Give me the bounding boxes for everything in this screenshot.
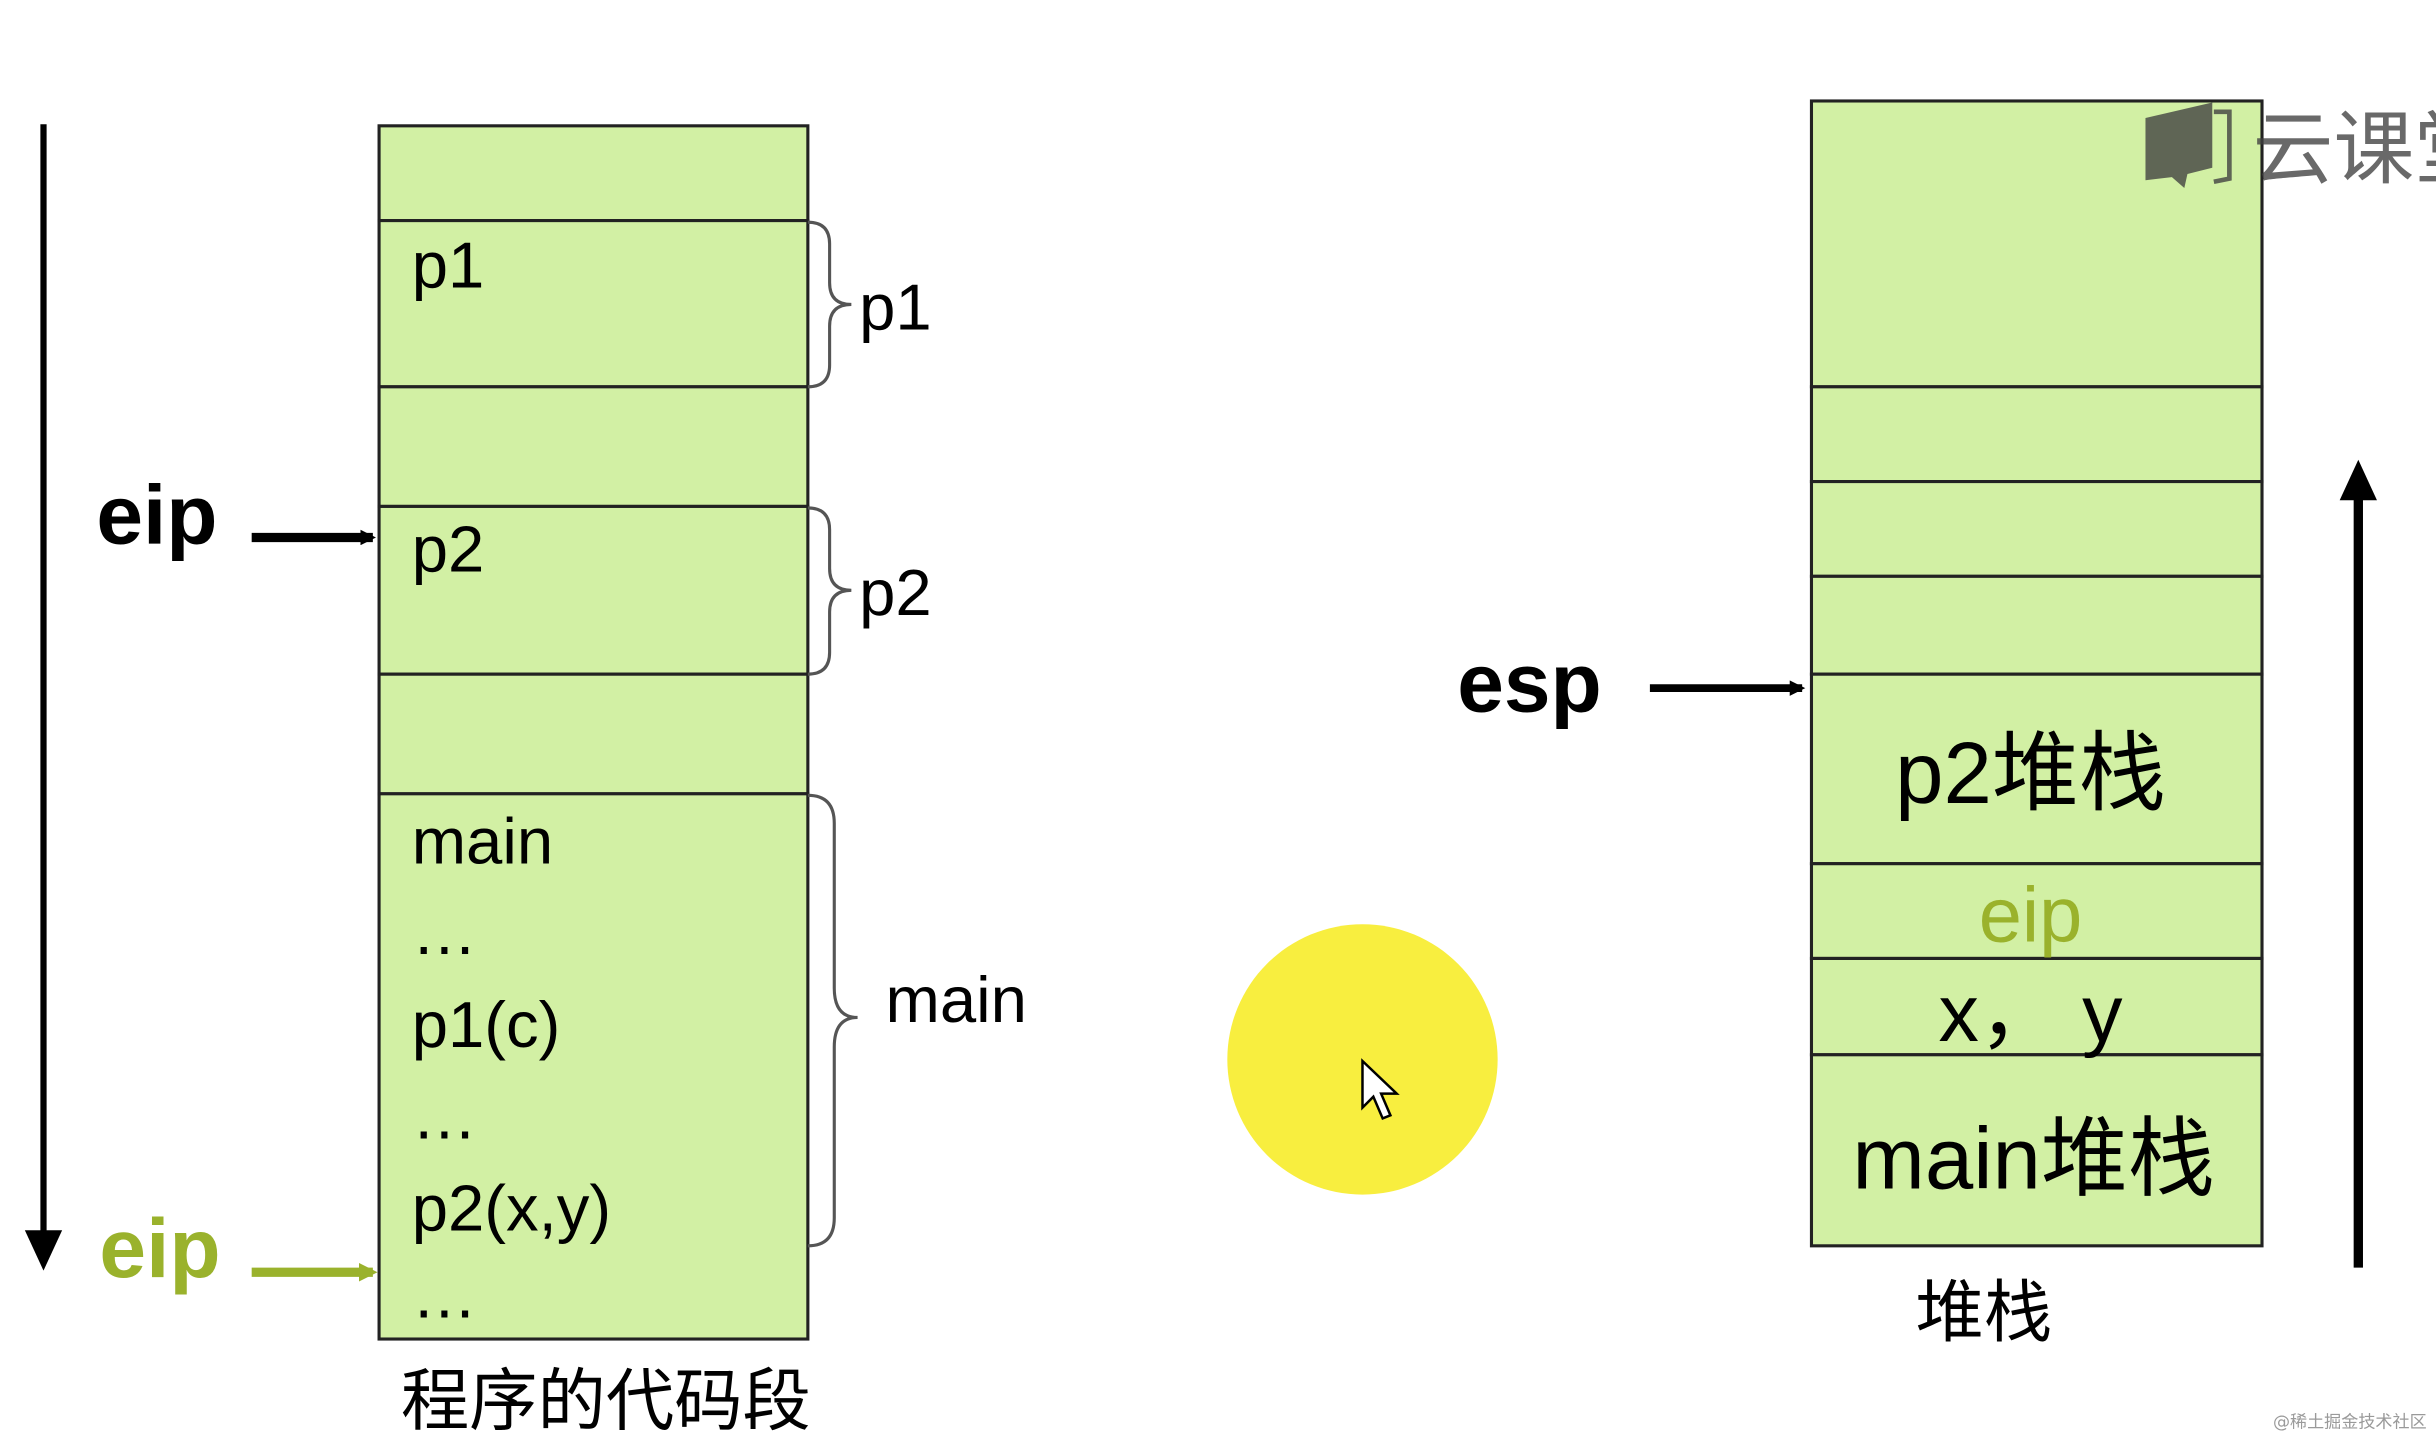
main-line-4: p2(x,y) [412,1171,611,1244]
mouse-pointer-icon [1361,1058,1400,1121]
main-line-3: … [412,1080,477,1153]
code-label-p2: p2 [412,513,485,586]
stack-label-p2: p2堆栈 [1895,725,2166,822]
main-line-0: main [412,805,553,878]
flow-down-arrow [24,124,63,1271]
code-cell-main [377,792,810,1341]
stack-label-main: main堆栈 [1852,1110,2215,1207]
code-segment: p1 p2 main … p1(c) … p2(x,y) … [377,124,810,1341]
code-cell-empty-3 [377,672,810,796]
eip-label: eip [96,468,217,562]
main-line-1: … [412,895,477,968]
stack-growth-arrow [2339,459,2377,1268]
brace-main [807,793,858,1248]
eip-label-highlight: eip [99,1201,220,1295]
brace-p2 [807,506,852,676]
watermark: 云课堂 [2145,102,2436,197]
brace-label-p2: p2 [859,556,932,629]
code-cell-empty-2 [377,385,810,508]
stack: p2堆栈 eip x， y main堆栈 [1809,99,2264,1248]
stack-cell-eip [1809,862,2264,960]
code-label-p1: p1 [412,228,485,301]
stack-cell-empty-2 [1809,385,2264,484]
stack-cell-empty-3 [1809,479,2264,578]
stack-label-xy: x， y [1939,969,2124,1059]
code-segment-caption: 程序的代码段 [401,1363,811,1439]
esp-label: esp [1457,635,1602,729]
brace-p1 [807,220,852,389]
stack-caption: 堆栈 [1916,1275,2053,1351]
watermark-text: 云课堂 [2253,103,2436,197]
stack-label-eip: eip [1979,872,2083,958]
code-cell-p2 [377,504,810,676]
stack-cell-p2 [1809,672,2264,866]
main-line-5: … [412,1258,477,1331]
main-line-2: p1(c) [412,988,561,1061]
stack-cell-main [1809,1053,2264,1248]
stack-cell-empty-4 [1809,574,2264,676]
footer-credit: @稀土掘金技术社区 [2273,1413,2427,1433]
brace-label-main: main [886,963,1027,1036]
code-cell-empty-top [377,124,810,223]
book-icon [2145,102,2232,188]
brace-label-p1: p1 [859,270,932,343]
